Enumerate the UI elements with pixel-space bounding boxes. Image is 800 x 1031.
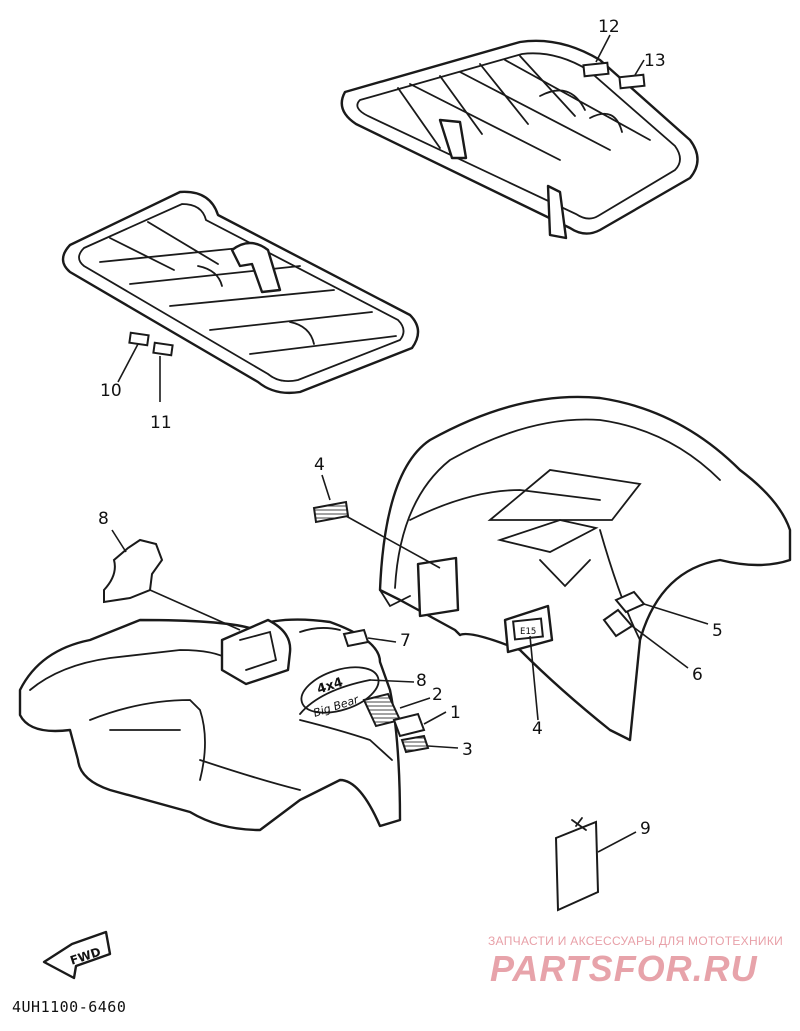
callout-3: 3	[462, 740, 473, 760]
decal-12	[582, 61, 610, 78]
owner-card-9	[554, 820, 600, 912]
callout-11: 11	[150, 413, 172, 433]
watermark-logo: PARTSFOR.RU	[490, 948, 758, 989]
callout-12: 12	[598, 17, 620, 37]
callout-2: 2	[432, 685, 443, 705]
callout-10: 10	[100, 381, 122, 401]
front-fender	[18, 618, 402, 832]
callout-6: 6	[692, 665, 703, 685]
decal-10	[128, 331, 150, 347]
callout-8-lower: 8	[416, 671, 427, 691]
decal-13	[618, 73, 646, 90]
decal-1	[392, 712, 426, 738]
callout-1: 1	[450, 703, 461, 723]
rear-carrier	[340, 39, 699, 240]
rear-fender	[378, 395, 792, 742]
callout-4-lower: 4	[532, 719, 543, 739]
front-carrier	[61, 190, 420, 395]
svg-text:E15: E15	[520, 627, 536, 637]
decal-8-large	[103, 538, 164, 604]
watermark-tagline: ЗАПЧАСТИ И АКСЕССУАРЫ ДЛЯ МОТОТЕХНИКИ	[488, 934, 784, 948]
callout-13: 13	[644, 51, 666, 71]
decal-4-upper	[312, 500, 350, 524]
callout-7: 7	[400, 631, 411, 651]
decal-11	[152, 341, 174, 357]
callout-4-upper: 4	[314, 455, 325, 475]
callout-8-upper: 8	[98, 509, 109, 529]
part-code: 4UH1100-6460	[12, 998, 127, 1016]
decal-4-lower	[512, 617, 544, 641]
decal-7	[342, 628, 370, 648]
fwd-arrow: FWD	[42, 930, 112, 980]
decal-3	[400, 734, 430, 754]
callout-5: 5	[712, 621, 723, 641]
callout-9: 9	[640, 819, 651, 839]
